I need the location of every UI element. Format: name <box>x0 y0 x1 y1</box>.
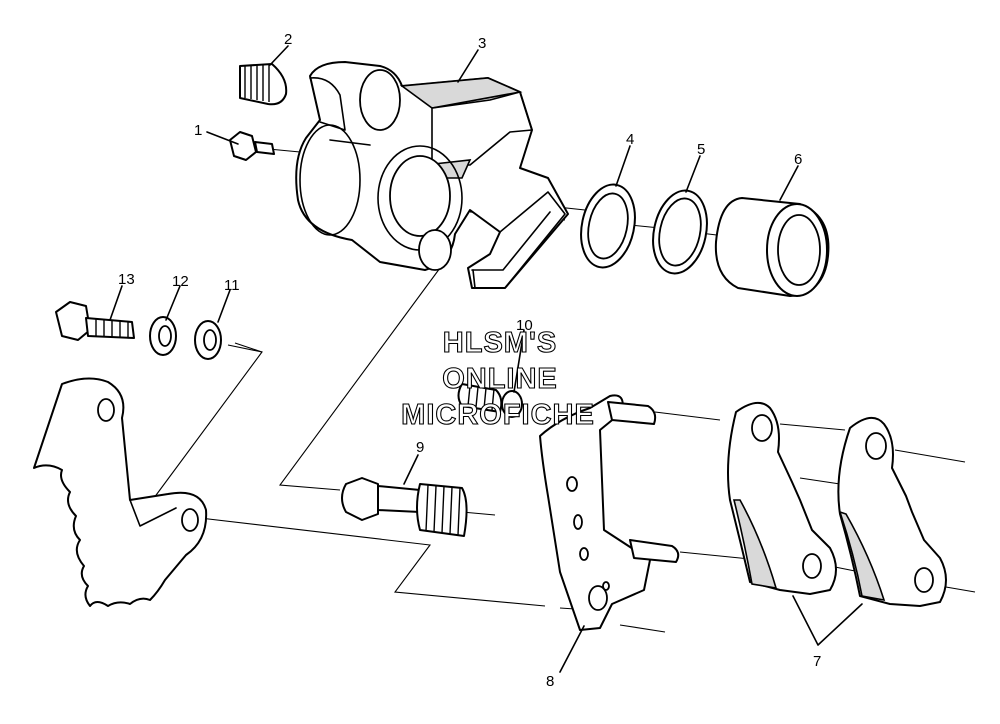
caliper-body <box>295 61 569 289</box>
part-11-washer <box>194 320 222 360</box>
mounting-knuckle <box>33 377 208 607</box>
callout-11: 11 <box>224 277 240 294</box>
callout-numbers: 1 2 3 4 5 6 7 8 9 10 11 12 13 <box>118 31 821 690</box>
callout-3: 3 <box>478 35 486 52</box>
watermark: HLSM'S ONLINE MICROFICHE <box>401 326 595 431</box>
part-2-plug <box>239 63 288 106</box>
callout-5: 5 <box>697 141 705 158</box>
part-13-bolt <box>55 301 135 341</box>
callout-2: 2 <box>284 31 292 48</box>
part-9-slide-pin <box>341 477 468 537</box>
callout-4: 4 <box>626 131 634 148</box>
watermark-line-1: HLSM'S <box>443 327 557 359</box>
callout-10: 10 <box>516 317 533 334</box>
part-7-pad-right <box>837 417 947 607</box>
part-6-piston <box>714 197 830 297</box>
callout-8: 8 <box>546 673 554 690</box>
watermark-line-2: ONLINE <box>442 363 558 395</box>
callout-1: 1 <box>194 122 202 139</box>
part-7-pad-left <box>727 401 837 595</box>
callout-7: 7 <box>813 653 821 670</box>
part-4-seal <box>580 183 636 269</box>
callout-13: 13 <box>118 271 135 288</box>
leader-lines <box>109 45 863 673</box>
callout-9: 9 <box>416 439 424 456</box>
watermark-line-3: MICROFICHE <box>401 399 595 431</box>
part-8-bracket <box>539 394 680 631</box>
part-12-lock-washer <box>149 316 177 356</box>
callout-12: 12 <box>172 273 189 290</box>
part-1-bleed-valve <box>229 131 275 161</box>
part-5-seal <box>652 189 708 275</box>
part-10-pin <box>457 383 523 418</box>
callout-6: 6 <box>794 151 802 168</box>
